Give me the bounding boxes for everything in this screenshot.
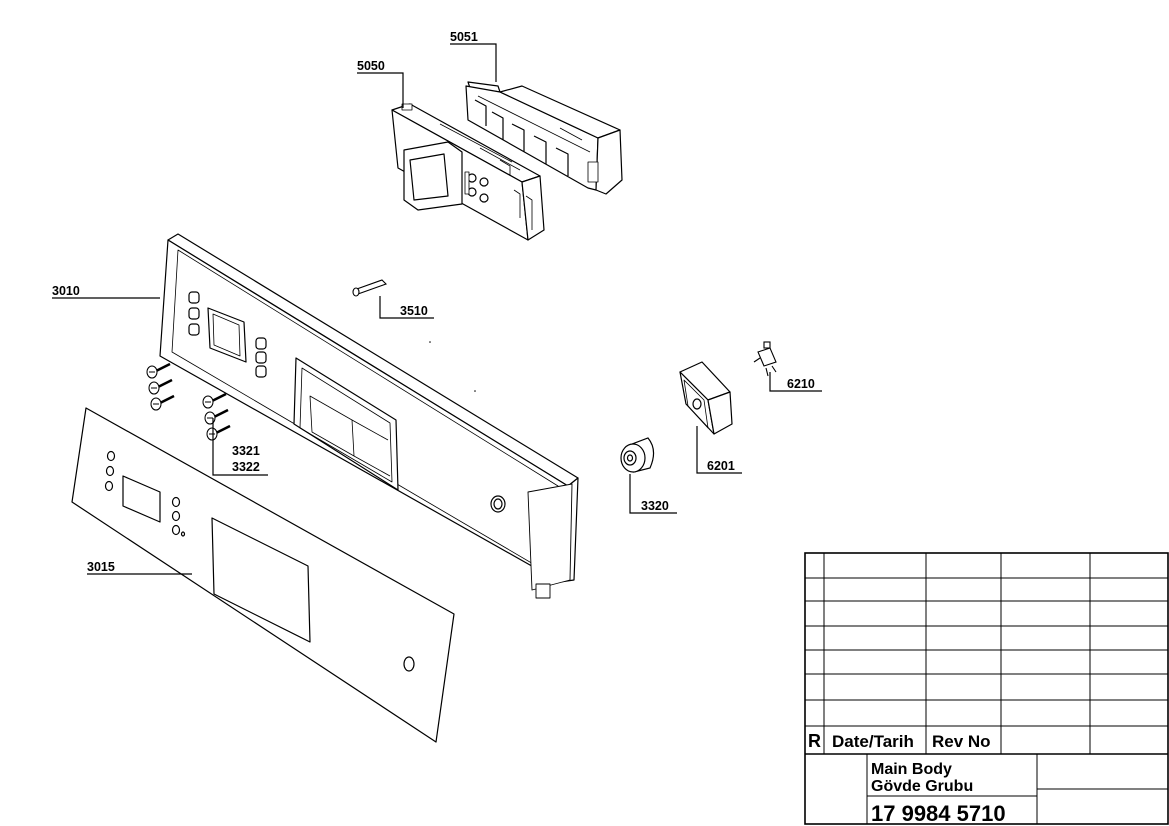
screw <box>202 392 227 409</box>
part-3510-pin <box>352 279 388 297</box>
title-block-text: R Date/Tarih Rev No Main Body Gövde Grub… <box>808 731 1006 826</box>
part-3010-control-panel <box>159 233 579 599</box>
screw <box>150 394 175 411</box>
stray-marks <box>429 341 476 392</box>
part-5051-pcb-cover <box>465 81 623 195</box>
title-block-revno-header: Rev No <box>932 732 991 751</box>
callout-3010: 3010 <box>52 284 80 298</box>
callout-3321: 3321 <box>232 444 260 458</box>
callout-3015: 3015 <box>87 560 115 574</box>
leader-lines <box>52 43 822 575</box>
title-block-rev-header: R <box>808 731 821 751</box>
callout-6210: 6210 <box>787 377 815 391</box>
title-block-title-en: Main Body <box>871 761 952 778</box>
screw <box>146 362 171 379</box>
part-6201-button-cap <box>679 361 733 435</box>
title-block-part-number: 17 9984 5710 <box>871 801 1006 826</box>
title-block-date-header: Date/Tarih <box>832 732 914 751</box>
part-6210-switch <box>753 341 777 377</box>
screw <box>206 424 231 441</box>
callout-labels: 5050 5051 3010 3510 3321 3322 3015 3320 … <box>52 30 815 574</box>
callout-5051: 5051 <box>450 30 478 44</box>
callout-3510: 3510 <box>400 304 428 318</box>
callout-5050: 5050 <box>357 59 385 73</box>
callout-6201: 6201 <box>707 459 735 473</box>
part-3320-knob <box>620 437 655 473</box>
screw <box>148 378 173 395</box>
part-5050-electronic-card <box>391 103 545 241</box>
callout-3320: 3320 <box>641 499 669 513</box>
title-block-title-tr: Gövde Grubu <box>871 778 973 795</box>
part-3015-decor-panel <box>71 407 455 743</box>
title-block <box>804 552 1169 825</box>
callout-3322: 3322 <box>232 460 260 474</box>
screw <box>204 408 229 425</box>
